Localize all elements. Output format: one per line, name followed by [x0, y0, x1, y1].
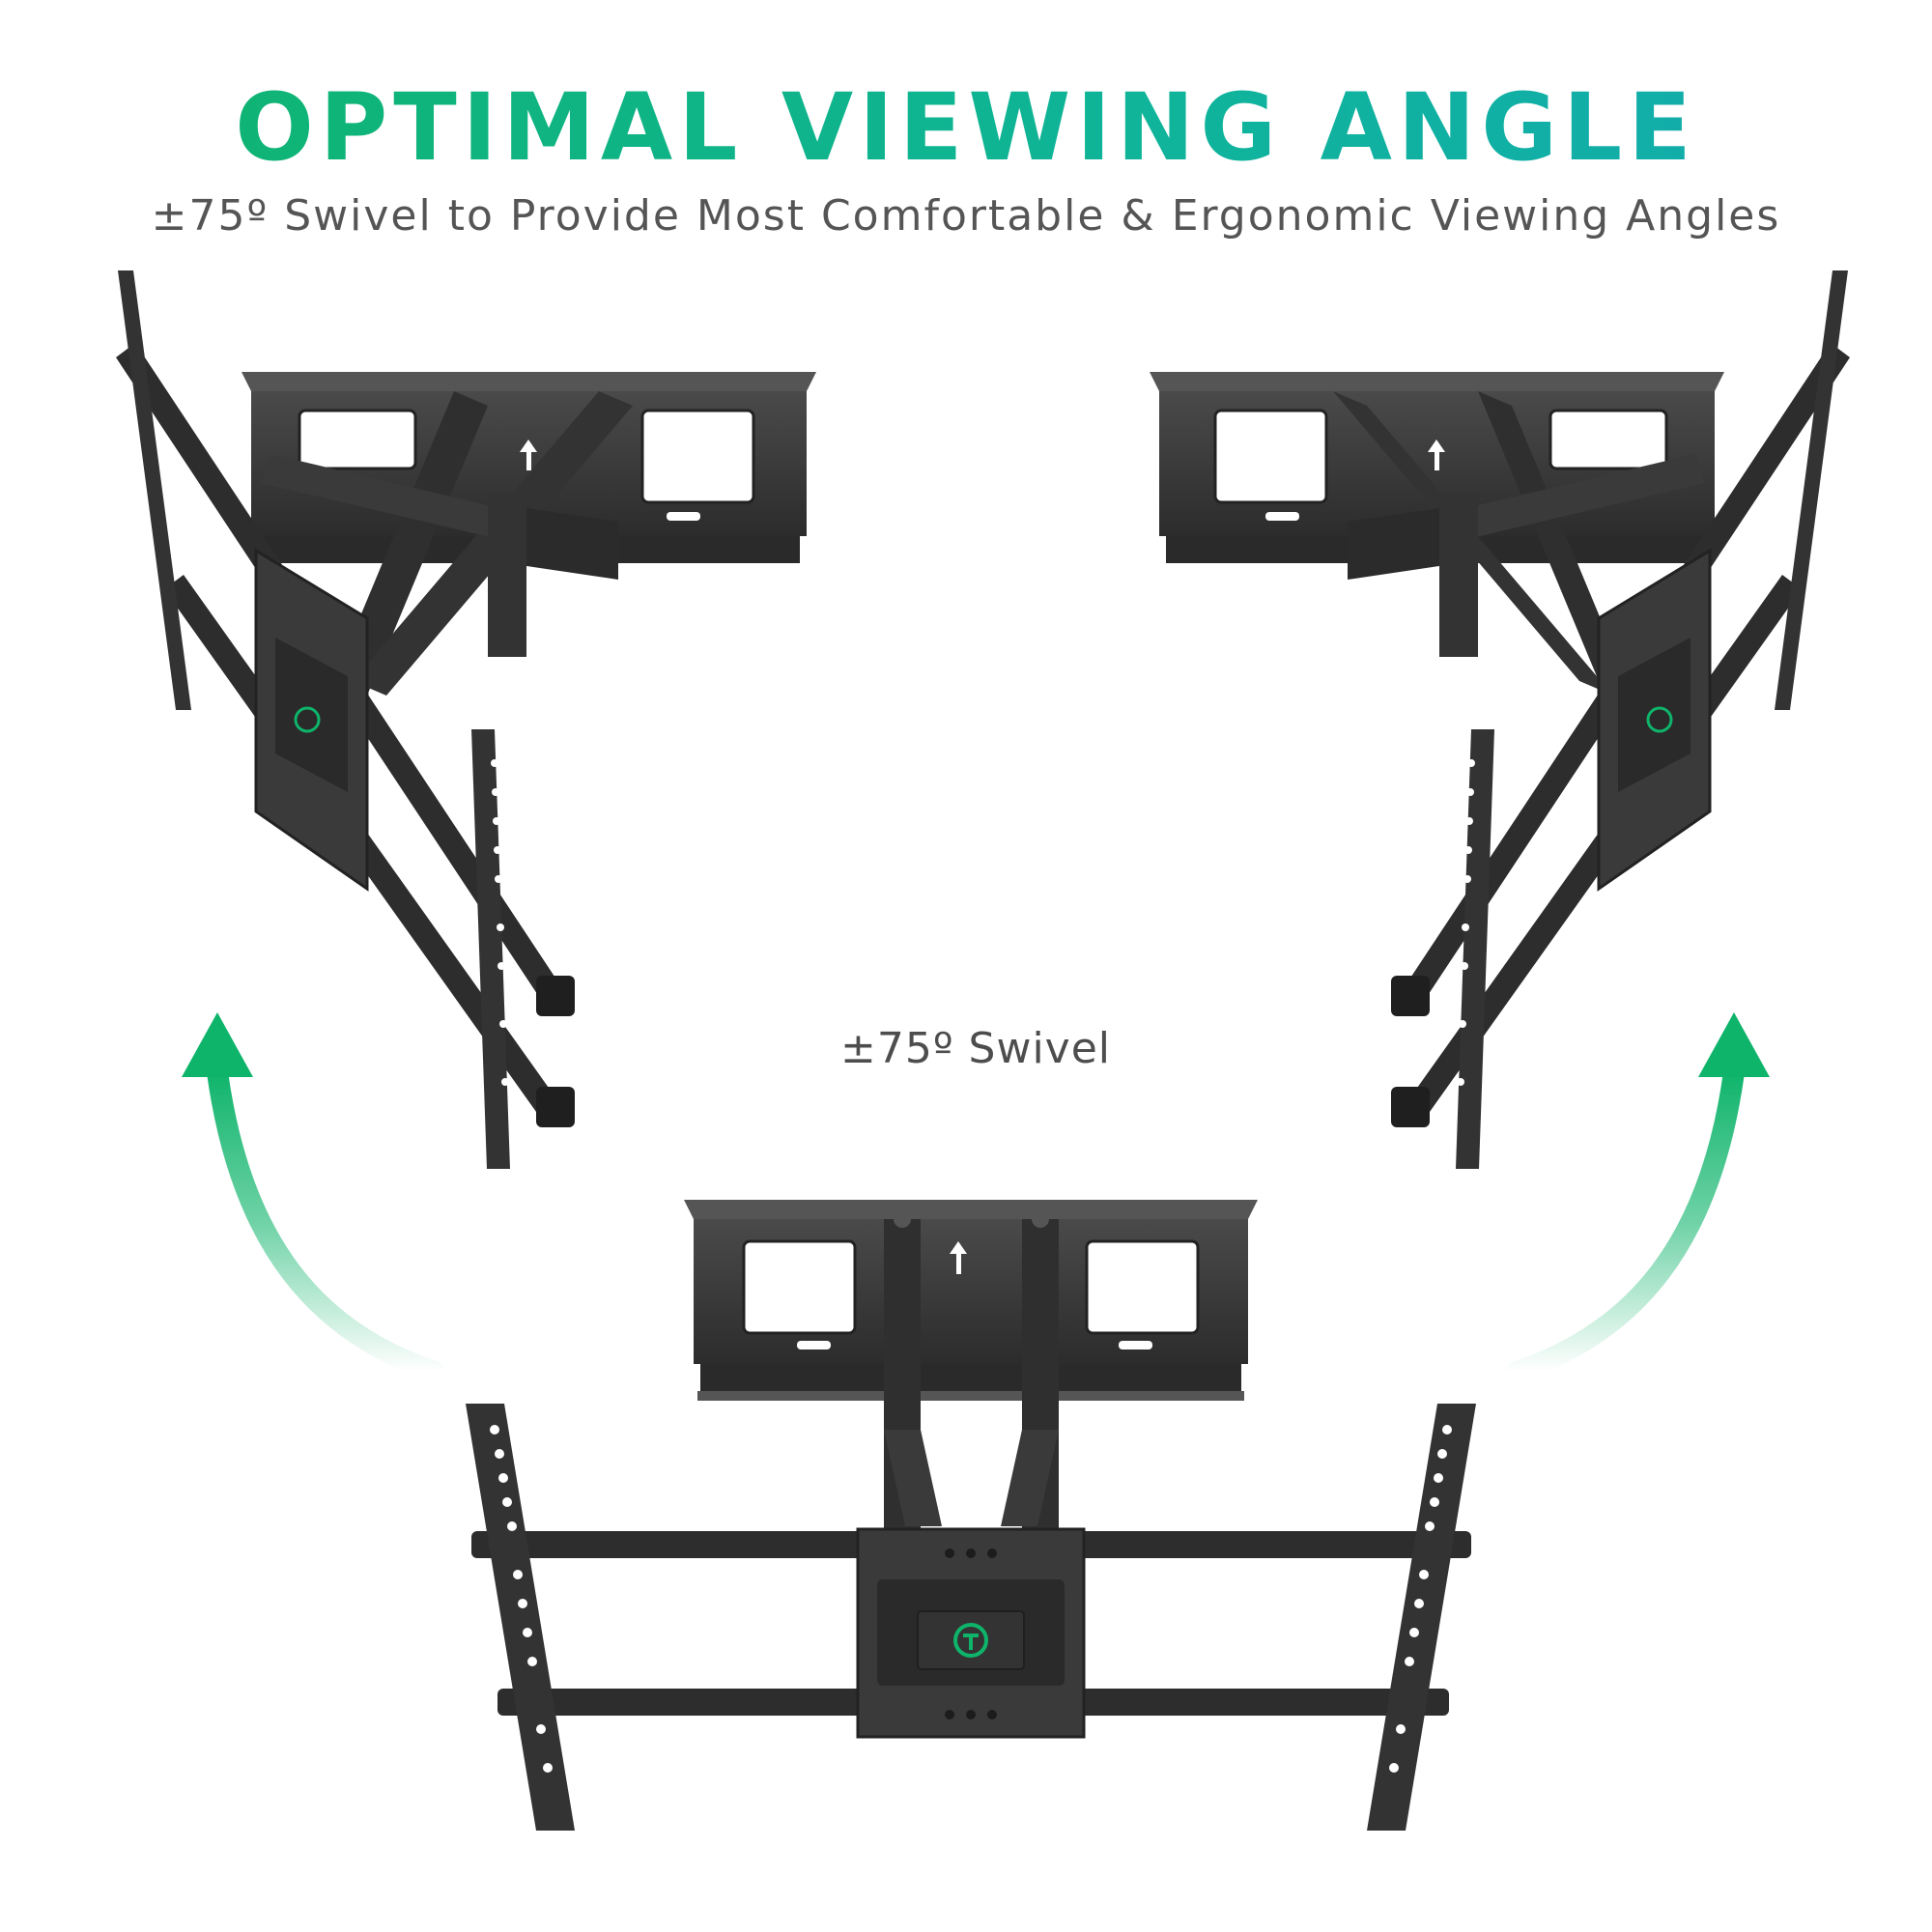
- center-plate: [856, 1527, 1086, 1739]
- right-curved-arrow-icon: [1506, 1012, 1770, 1382]
- center-plate: [1597, 548, 1712, 892]
- page-subtitle: ±75º Swivel to Provide Most Comfortable …: [151, 191, 1781, 241]
- front-view-mount: [466, 1200, 1476, 1831]
- left-curved-arrow-icon: [182, 1012, 445, 1382]
- left-vertical-bracket: [466, 1404, 575, 1831]
- far-vertical-bracket: [118, 270, 191, 710]
- gear-logo-icon: [1646, 706, 1673, 733]
- swivel-label: ±75º Swivel: [839, 1024, 1112, 1073]
- gear-logo-icon: [294, 706, 321, 733]
- swing-arms: [884, 1210, 1059, 1528]
- gear-logo-icon: [953, 1623, 988, 1658]
- right-vertical-bracket: [1367, 1404, 1476, 1831]
- wall-plate: [684, 1200, 1258, 1401]
- far-vertical-bracket: [1775, 270, 1848, 710]
- center-plate: [254, 548, 369, 892]
- swing-arms: [1333, 391, 1705, 696]
- near-vertical-bracket: [1456, 729, 1494, 1169]
- near-vertical-bracket: [471, 729, 510, 1169]
- right-swiveled-mount: [1150, 270, 1850, 1169]
- swing-arms: [261, 391, 633, 696]
- page-title: OPTIMAL VIEWING ANGLE: [0, 76, 1932, 180]
- left-swiveled-mount: [116, 270, 816, 1169]
